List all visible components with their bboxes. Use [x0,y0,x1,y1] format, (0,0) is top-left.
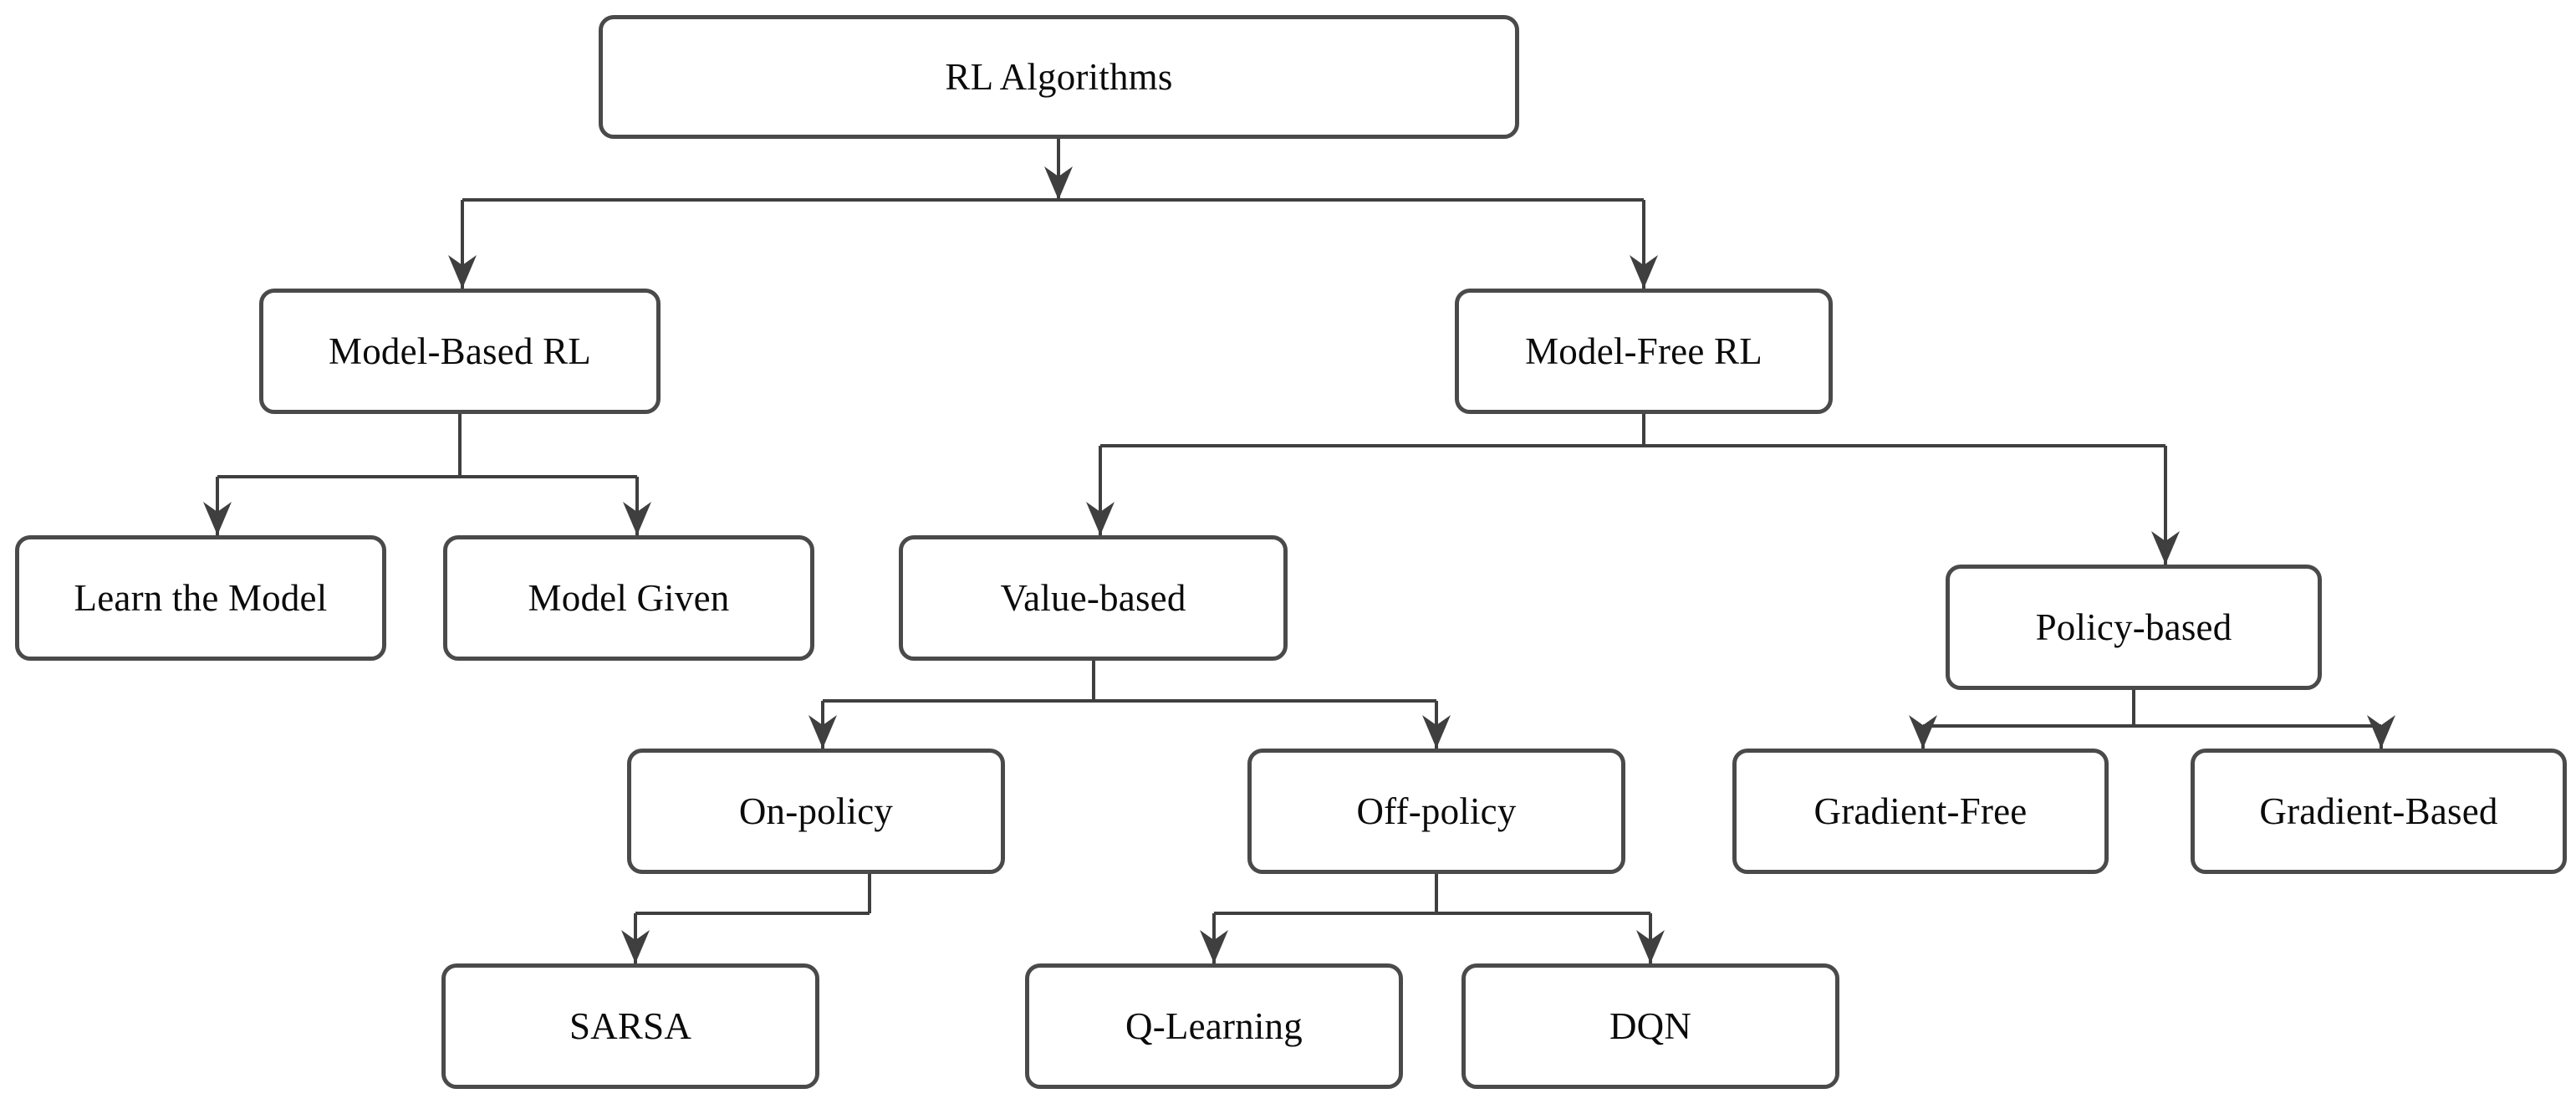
node-label-model_given: Model Given [528,576,730,619]
node-off_policy[interactable]: Off-policy [1247,749,1625,874]
node-gradient_free[interactable]: Gradient-Free [1732,749,2109,874]
arrowhead-bus-root-bus [1044,166,1073,200]
arrowhead-root-bus-1 [1630,255,1658,289]
node-dqn[interactable]: DQN [1461,963,1839,1089]
node-label-gradient_based: Gradient-Based [2259,790,2498,832]
node-label-learn_model: Learn the Model [74,576,328,619]
arrowhead-on-policy-bus-0 [621,930,650,963]
arrowhead-off-policy-bus-1 [1636,930,1665,963]
node-label-dqn: DQN [1609,1004,1692,1047]
node-label-gradient_free: Gradient-Free [1813,790,2028,832]
arrowhead-policy-based-bus-0 [1909,715,1937,749]
node-learn_model[interactable]: Learn the Model [15,535,386,661]
arrowhead-off-policy-bus-0 [1200,930,1228,963]
arrowhead-model-based-bus-0 [203,502,232,535]
arrowhead-model-free-bus-1 [2151,531,2180,565]
arrowhead-value-based-bus-1 [1422,715,1451,749]
node-label-off_policy: Off-policy [1356,790,1517,832]
node-model_free[interactable]: Model-Free RL [1455,289,1833,414]
node-label-q_learning: Q-Learning [1125,1004,1303,1047]
node-label-value_based: Value-based [1000,576,1186,619]
node-q_learning[interactable]: Q-Learning [1025,963,1403,1089]
node-gradient_based[interactable]: Gradient-Based [2191,749,2567,874]
node-label-policy_based: Policy-based [2035,606,2232,648]
arrowhead-policy-based-bus-1 [2367,715,2395,749]
arrowhead-root-bus-0 [448,255,477,289]
node-policy_based[interactable]: Policy-based [1946,565,2322,690]
node-value_based[interactable]: Value-based [899,535,1288,661]
node-model_given[interactable]: Model Given [443,535,814,661]
node-rl[interactable]: RL Algorithms [599,15,1519,139]
node-label-model_free: Model-Free RL [1525,330,1762,372]
node-on_policy[interactable]: On-policy [627,749,1005,874]
node-label-model_based: Model-Based RL [329,330,591,372]
arrowhead-model-free-bus-0 [1086,502,1115,535]
node-label-on_policy: On-policy [738,790,894,832]
arrowhead-value-based-bus-0 [809,715,837,749]
arrowhead-model-based-bus-1 [623,502,651,535]
node-sarsa[interactable]: SARSA [441,963,819,1089]
node-label-sarsa: SARSA [569,1004,692,1047]
node-model_based[interactable]: Model-Based RL [259,289,661,414]
node-label-rl: RL Algorithms [945,55,1173,98]
